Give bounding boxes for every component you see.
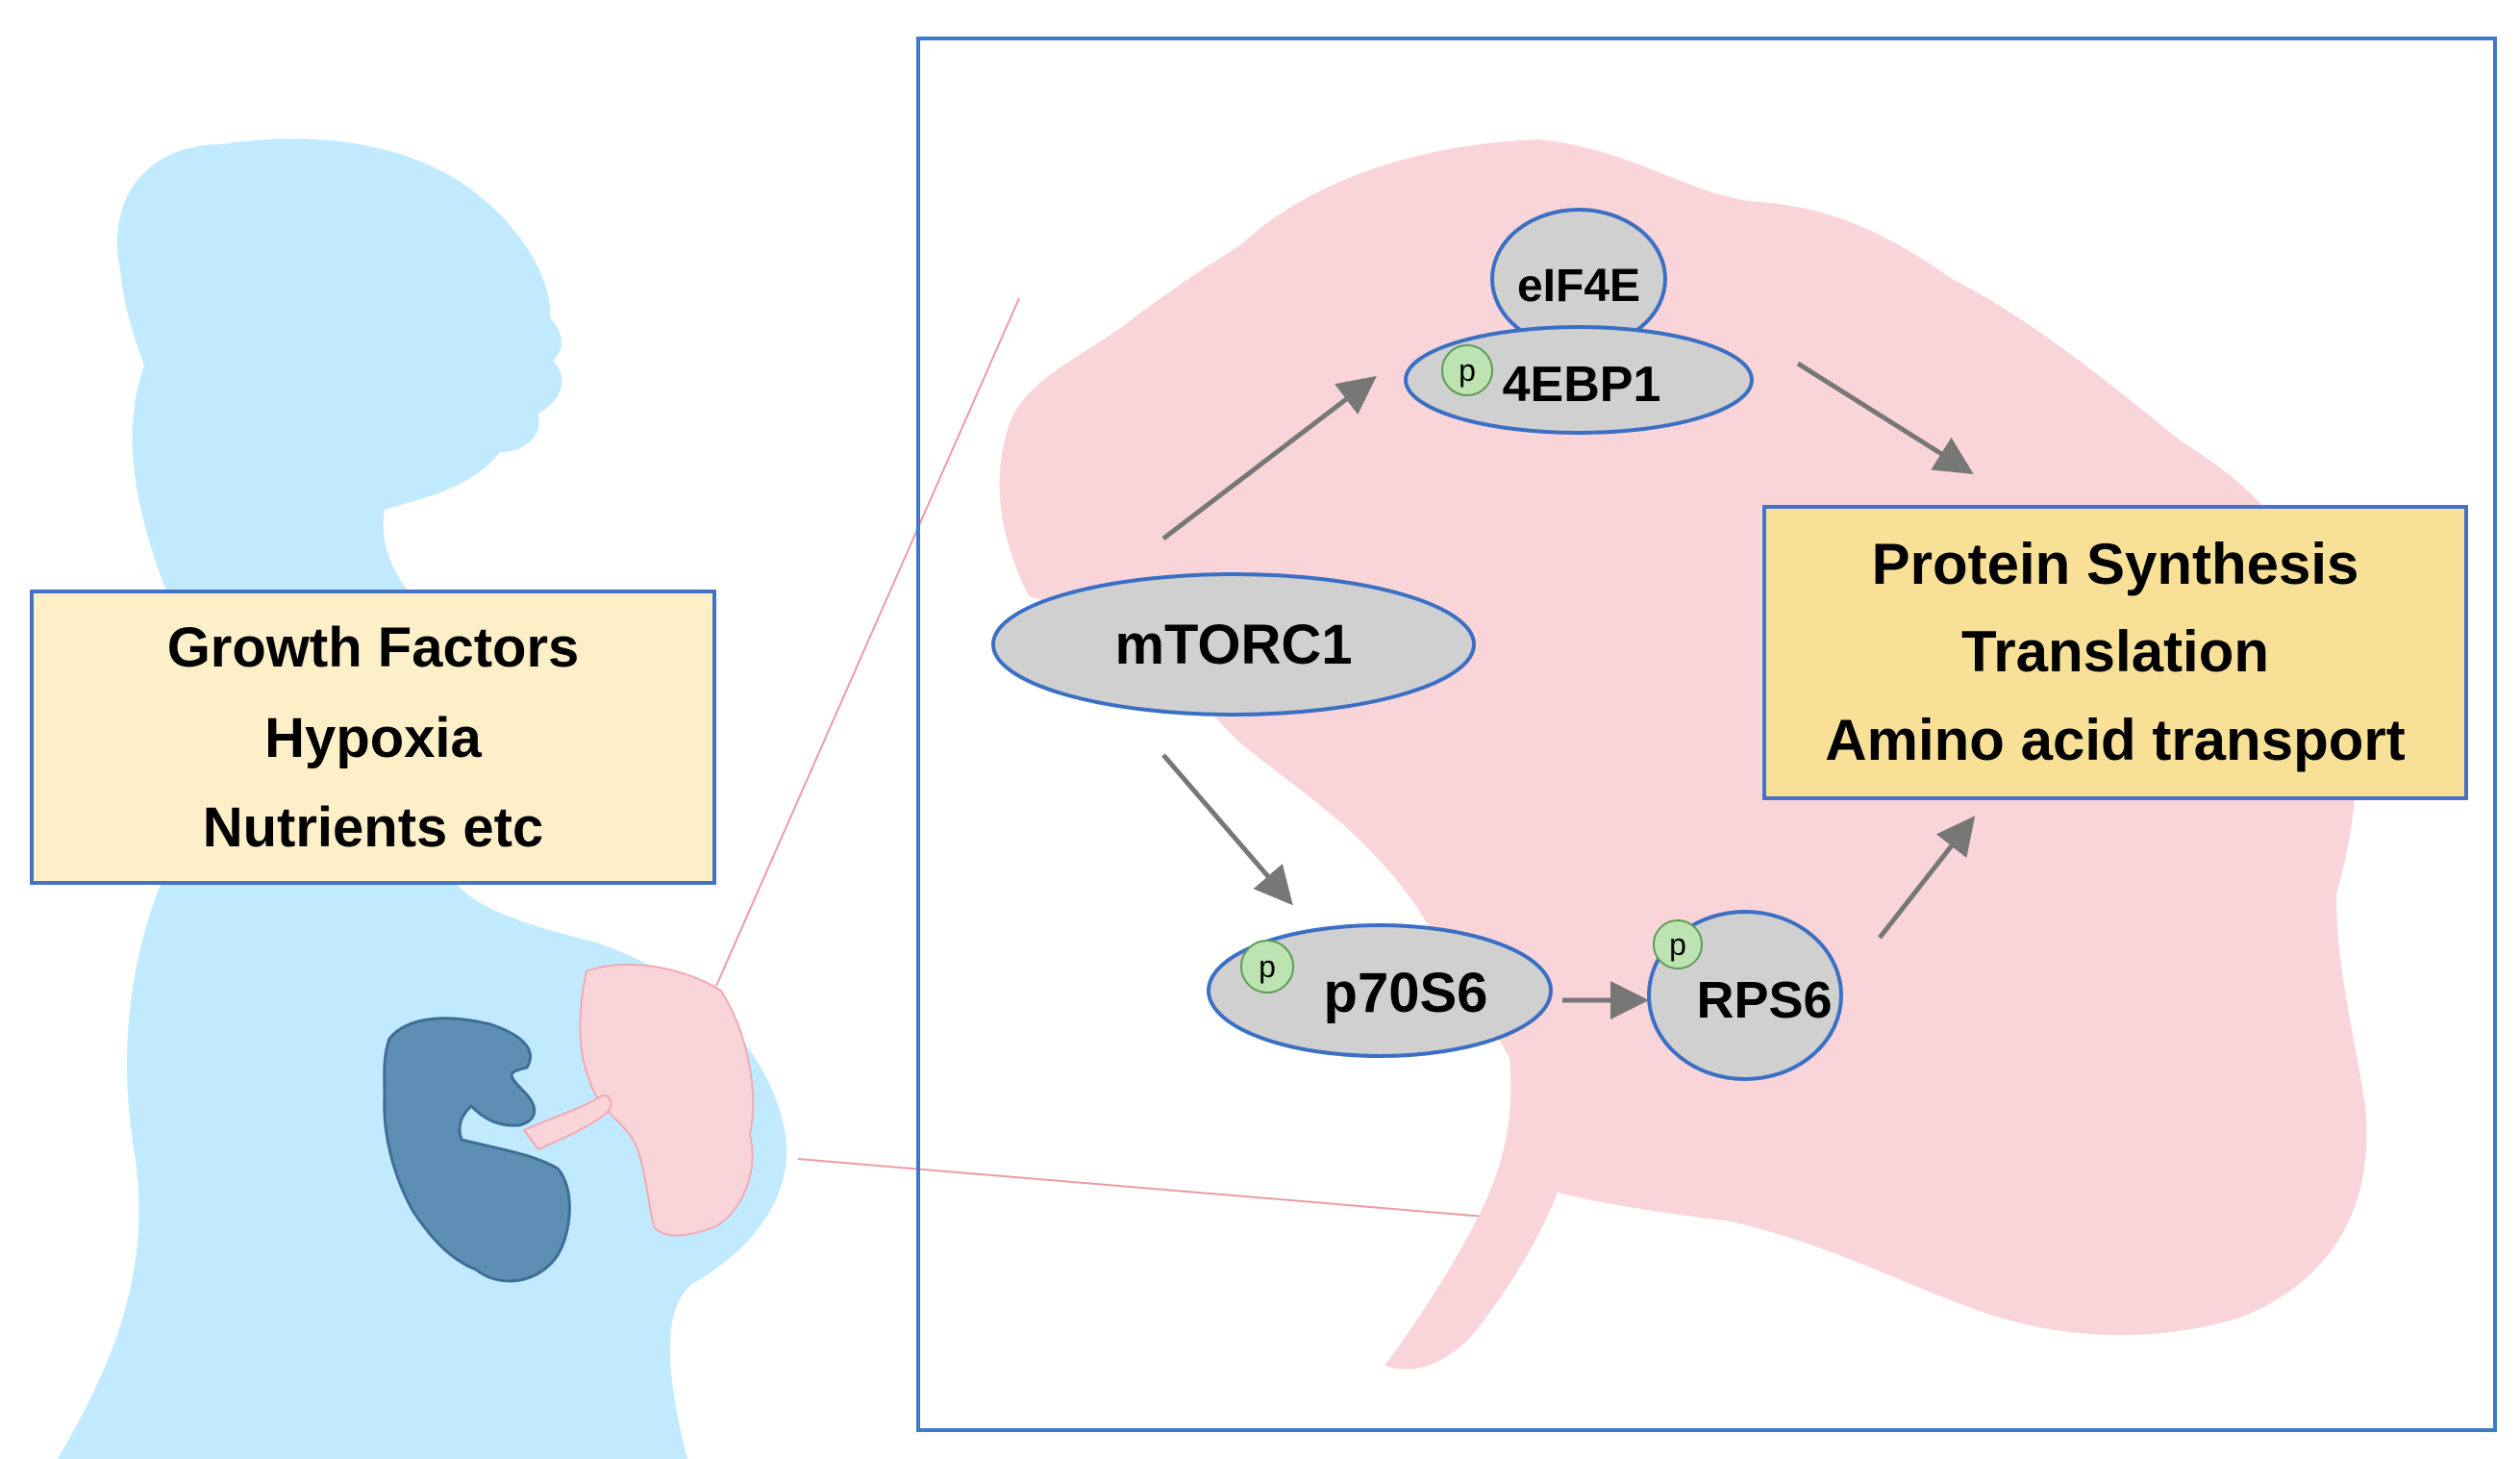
- factors-line-1: Growth Factors: [167, 616, 580, 679]
- factors-line-3: Nutrients etc: [203, 796, 544, 859]
- node-p70s6-label: p70S6: [1324, 962, 1488, 1024]
- output-line-1: Protein Synthesis: [1872, 532, 2359, 596]
- node-rps6-label: RPS6: [1696, 971, 1832, 1029]
- arrow-mtorc1-to-p70s6: [1161, 753, 1293, 906]
- umbilical-cord-small-icon: [522, 1094, 612, 1151]
- zoom-frame: [916, 37, 2497, 1432]
- node-mtorc1-label: mTORC1: [1114, 614, 1352, 676]
- zoom-line-upper: [715, 297, 1020, 987]
- placenta-large-icon: [999, 139, 2367, 1370]
- node-4ebp1: [1404, 325, 1754, 435]
- phospho-rps6-icon: [1653, 919, 1703, 969]
- node-4ebp1-label: 4EBP1: [1503, 357, 1661, 413]
- output-line-2: Translation: [1961, 619, 2269, 684]
- phospho-4ebp1-label: p: [1459, 353, 1476, 388]
- node-eif4e-label: eIF4E: [1517, 261, 1640, 312]
- arrow-4ebp1-to-output: [1796, 361, 1974, 474]
- output-box: [1762, 505, 2468, 800]
- zoom-line-lower: [797, 1158, 1486, 1218]
- node-p70s6: [1207, 923, 1553, 1058]
- phospho-rps6-label: p: [1669, 927, 1686, 962]
- placenta-small-icon: [579, 963, 755, 1237]
- node-mtorc1: [991, 572, 1476, 717]
- phospho-p70s6-label: p: [1259, 949, 1276, 984]
- arrow-mtorc1-to-4ebp1: [1161, 375, 1377, 541]
- output-line-3: Amino acid transport: [1825, 708, 2405, 772]
- phospho-p70s6-icon: [1240, 940, 1294, 994]
- fetus-icon: [383, 1017, 571, 1283]
- factors-box: [30, 590, 716, 885]
- arrow-rps6-to-output: [1878, 816, 1976, 940]
- factors-line-2: Hypoxia: [264, 707, 482, 769]
- phospho-4ebp1-icon: [1441, 344, 1493, 396]
